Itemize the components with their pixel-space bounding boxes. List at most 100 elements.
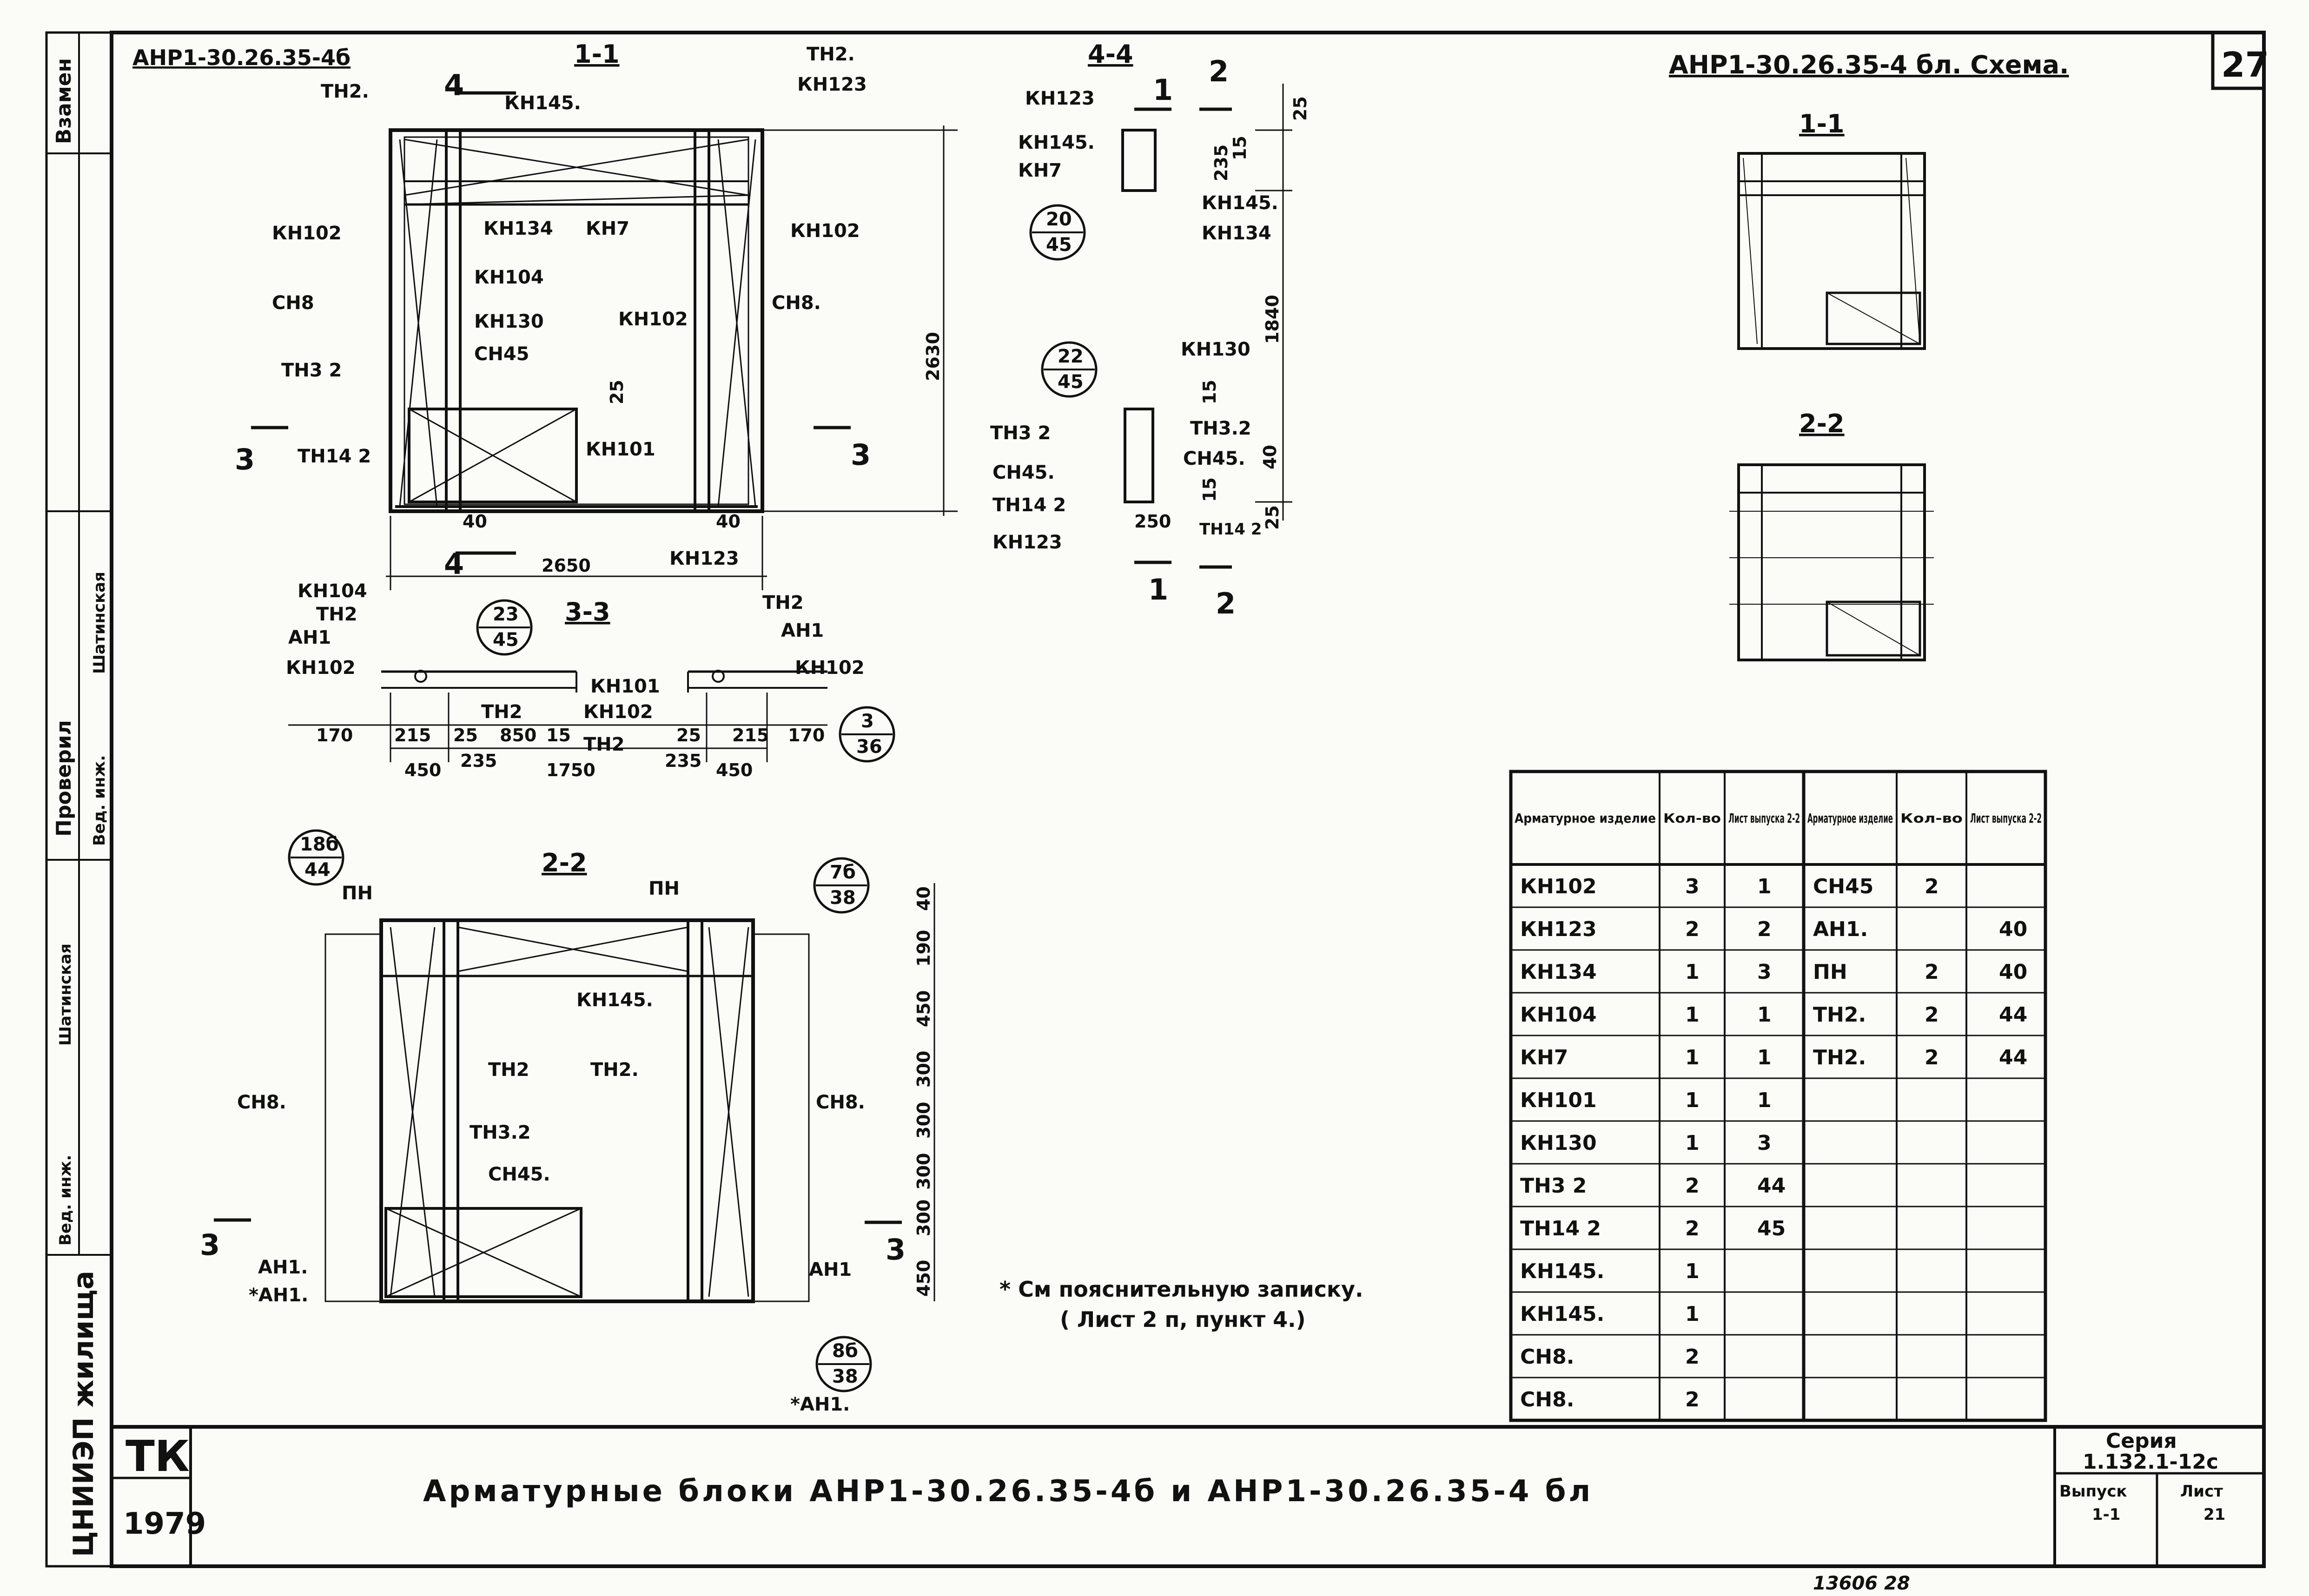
label-kn104: КН104 [474, 267, 544, 288]
callout-23-45: 23 45 [476, 599, 533, 656]
dim-1840: 1840 [1262, 295, 1283, 344]
svg-text:23: 23 [493, 604, 519, 625]
table-cell: 1 [1757, 875, 1772, 898]
list-label: Лист [2180, 1482, 2223, 1501]
label22-an1-c: АН1 [809, 1259, 852, 1280]
label33-kn101: КН101 [590, 676, 660, 697]
callout-8b-38: 8б 38 [815, 1336, 872, 1392]
scheme-title-1-1: 1-1 [1799, 109, 1845, 138]
dim22-190: 190 [913, 930, 934, 967]
svg-text:44: 44 [304, 859, 331, 881]
table-cell: КН130 [1520, 1131, 1597, 1155]
dim-40-44: 40 [1260, 445, 1280, 469]
dim33-15: 15 [546, 725, 571, 745]
svg-text:8б: 8б [832, 1340, 858, 1362]
year: 1979 [123, 1507, 206, 1541]
label22-tn2-b: ТН2. [590, 1059, 639, 1081]
dim-250: 250 [1134, 511, 1171, 532]
table-cell: 2 [1685, 917, 1700, 941]
dim22-40: 40 [913, 886, 934, 911]
note-line-2: ( Лист 2 п, пункт 4.) [1060, 1307, 1306, 1332]
callout-3-36: 3 36 [839, 706, 895, 763]
label-kn145-a: КН145. [504, 92, 581, 114]
label33-tn2-b: ТН2 [481, 701, 523, 723]
label22-an1-b: *АН1. [249, 1285, 308, 1306]
label-sn45: СН45 [474, 343, 529, 365]
tk-mark: ТК [126, 1431, 190, 1481]
table-cell: 2 [1685, 1345, 1700, 1369]
cut-2-bottom: 2 [1216, 587, 1236, 620]
label-kn123-a: КН123 [797, 74, 867, 95]
label-tn2-b: ТН2. [807, 44, 855, 65]
dim22-300a: 300 [913, 1051, 934, 1088]
dim33-450a: 450 [404, 760, 441, 780]
table-cell: 1 [1685, 1131, 1700, 1155]
table-cell: 2 [1925, 1046, 1939, 1069]
label-tn14-2: ТН14 2 [298, 446, 371, 467]
bottom-title: Арматурные блоки АНР1-30.26.35-4б и АНР1… [423, 1474, 1593, 1509]
label44-sn45-a: СН45. [992, 462, 1055, 483]
label-tn2-a: ТН2. [321, 81, 369, 102]
label33-kn104: КН104 [298, 580, 367, 602]
strip-proveril: Проверил [52, 720, 76, 837]
table-cell: ТН2. [1813, 1046, 1866, 1069]
table-cell: 2 [1925, 1003, 1939, 1027]
view-section-3-3: 3-3 170 215 25 850 15 25 215 170 450 235… [286, 580, 865, 780]
table-cell: АН1. [1813, 917, 1868, 941]
dim-2650: 2650 [542, 555, 591, 576]
dim-15-44a: 15 [1230, 136, 1250, 160]
strip-org: ЦНИИЭП жилища [67, 1271, 100, 1557]
table-cell: 1 [1757, 1088, 1772, 1112]
label22-sn8-a: СН8. [237, 1092, 286, 1113]
dim33-235b: 235 [665, 751, 701, 771]
table-cell: КН123 [1520, 917, 1597, 941]
label22-an1-d: *АН1. [790, 1394, 850, 1415]
table-header-cell: Арматурное изделие [1807, 811, 1893, 826]
table-cell: 2 [1925, 875, 1939, 898]
dim22-300b: 300 [913, 1102, 934, 1139]
cut-4-top: 4 [444, 68, 464, 102]
label22-tn2-a: ТН2 [488, 1059, 529, 1081]
label-sn8-b: СН8. [772, 292, 821, 314]
specification-table: Арматурное изделие Кол-во Лист выпуска 2-2… [1509, 770, 2047, 1422]
table-header-cell: Кол-во [1900, 811, 1963, 826]
label-tn3-2: ТН3 2 [281, 360, 342, 381]
table-cell: 40 [1999, 917, 2027, 941]
table-cell: СН8. [1520, 1388, 1574, 1411]
issue-value: 1-1 [2092, 1505, 2120, 1524]
scheme-title-2-2: 2-2 [1799, 409, 1845, 438]
dim-15-44b: 15 [1199, 380, 1220, 404]
svg-text:38: 38 [830, 887, 856, 909]
table-cell: 2 [1757, 917, 1772, 941]
dim22-300d: 300 [913, 1200, 934, 1236]
dim33-850: 850 [500, 725, 536, 745]
table-cell: 1 [1685, 1088, 1700, 1112]
table-header-cell: Кол-во [1663, 811, 1721, 826]
top-right-code: АНР1-30.26.35-4 бл. Схема. [1669, 50, 2069, 79]
label44-kn134: КН134 [1202, 223, 1271, 244]
table-cell: 1 [1757, 1003, 1772, 1027]
dim-2630: 2630 [923, 332, 943, 381]
table-cell: ТН3 2 [1520, 1174, 1587, 1198]
svg-text:3: 3 [861, 711, 874, 732]
label-kn102-b: КН102 [790, 220, 860, 242]
table-cell: 40 [1999, 960, 2027, 984]
label-kn102-c: КН102 [618, 309, 688, 330]
label-kn101: КН101 [586, 439, 655, 460]
dim33-25a: 25 [453, 725, 478, 745]
label22-sn8-b: СН8. [816, 1092, 865, 1113]
table-cell: КН104 [1520, 1003, 1597, 1027]
label33-an1-a: АН1 [288, 627, 331, 648]
dim33-1750: 1750 [546, 760, 595, 780]
label33-kn102-a: КН102 [286, 657, 356, 679]
table-header-cell: Лист выпуска 2-2 [1728, 811, 1800, 826]
table-cell: КН145. [1520, 1302, 1604, 1326]
label33-kn102-b: КН102 [795, 657, 865, 679]
table-cell: 2 [1685, 1388, 1700, 1411]
table-cell: 3 [1685, 875, 1700, 898]
table-cell: 1 [1685, 1003, 1700, 1027]
table-cell: 1 [1757, 1046, 1772, 1069]
label22-pn-a: ПН [342, 883, 373, 904]
label22-tn3-2: ТН3.2 [470, 1122, 531, 1143]
